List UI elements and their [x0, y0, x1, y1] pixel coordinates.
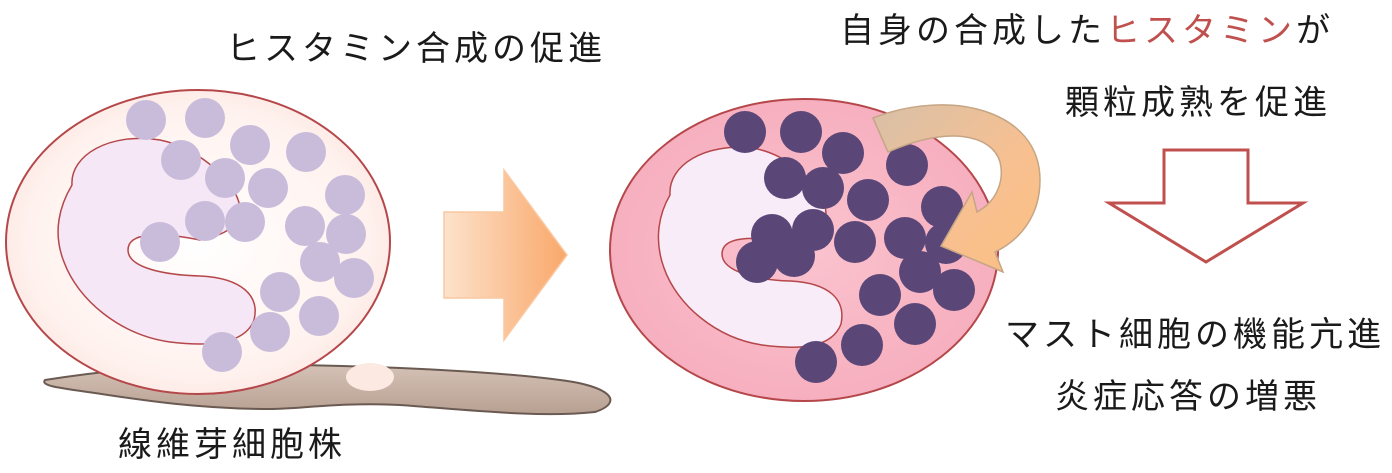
right-title-line2: 顆粒成熟を促進 — [1065, 86, 1331, 120]
granule — [248, 168, 288, 208]
granule — [334, 258, 374, 298]
right-title-highlight: ヒスタミン — [1106, 11, 1296, 51]
granule — [202, 332, 242, 372]
fibroblast-nucleus — [346, 363, 394, 391]
granule — [185, 201, 225, 241]
granule — [161, 140, 201, 180]
granule — [325, 175, 365, 215]
granule — [841, 324, 883, 366]
granule — [795, 341, 837, 383]
down-arrow-icon — [1109, 150, 1303, 262]
result-line2: 炎症応答の増悪 — [1055, 380, 1321, 414]
granule — [230, 125, 270, 165]
left-title: ヒスタミン合成の促進 — [226, 32, 606, 66]
granule — [834, 221, 876, 263]
granule — [724, 111, 766, 153]
granule — [285, 206, 325, 246]
granule — [802, 167, 844, 209]
right-title-line1: 自身の合成したヒスタミンが — [840, 14, 1334, 48]
granule — [847, 179, 889, 221]
granule — [140, 222, 180, 262]
right-title-post: が — [1296, 11, 1334, 51]
granule — [185, 98, 225, 138]
right-title-pre: 自身の合成した — [840, 11, 1106, 51]
immature-mast-cell — [6, 90, 390, 394]
granule — [780, 111, 822, 153]
mature-mast-cell — [610, 99, 998, 401]
granule — [894, 303, 936, 345]
granule — [286, 132, 326, 172]
granule — [300, 242, 340, 282]
granule — [933, 269, 975, 311]
result-line1: マスト細胞の機能亢進 — [1005, 318, 1385, 352]
granule — [250, 312, 290, 352]
granule — [126, 100, 166, 140]
granule — [859, 274, 901, 316]
granule — [764, 157, 806, 199]
granule — [260, 272, 300, 312]
granule — [773, 235, 815, 277]
granule — [205, 158, 245, 198]
granule — [299, 296, 339, 336]
fibroblast-label: 線維芽細胞株 — [118, 428, 346, 462]
granule — [225, 202, 265, 242]
granule — [736, 241, 778, 283]
right-arrow-icon — [444, 170, 567, 340]
